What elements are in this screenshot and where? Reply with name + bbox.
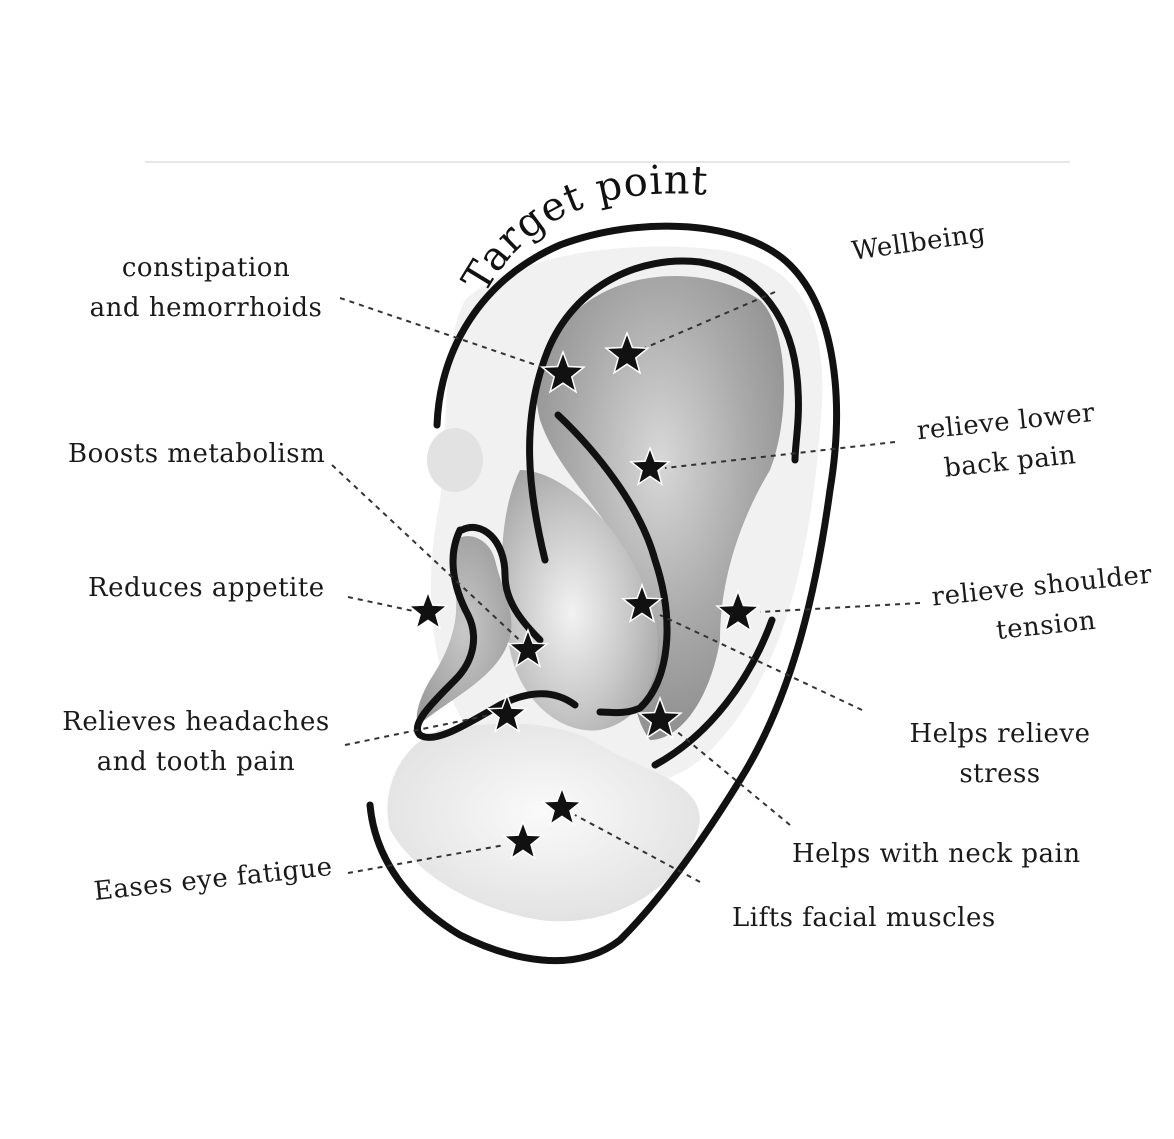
label-stress-line2: stress — [959, 759, 1041, 789]
label-stress-line1: Helps relieve — [909, 719, 1091, 749]
label-headaches-line2: and tooth pain — [96, 747, 296, 777]
ear-outline — [366, 222, 840, 965]
leader-wellbeing — [639, 291, 776, 351]
star-icon-eye-fatigue — [501, 819, 545, 860]
leader-shoulder — [759, 602, 921, 613]
leader-lower-back — [664, 441, 896, 469]
star-icon-shoulder — [715, 588, 761, 633]
star-icon-facial — [540, 785, 584, 826]
label-neck: Helps with neck pain — [792, 834, 1081, 874]
leader-headaches — [344, 714, 491, 746]
star-icon-neck — [637, 695, 683, 740]
leader-constipation — [339, 297, 546, 369]
leader-lines — [331, 291, 921, 883]
star-icon-appetite — [406, 589, 450, 630]
label-metabolism-line1: Boosts metabolism — [68, 439, 326, 469]
point-markers — [406, 330, 761, 860]
label-facial: Lifts facial muscles — [732, 898, 996, 938]
label-headaches: Relieves headaches and tooth pain — [62, 702, 330, 782]
leader-stress — [659, 614, 863, 711]
leader-facial — [574, 814, 701, 883]
star-icon-headaches — [485, 692, 529, 733]
star-icon-wellbeing — [604, 330, 650, 375]
star-icon-stress — [620, 582, 664, 623]
star-icon-lower-back — [628, 445, 672, 486]
label-appetite-line1: Reduces appetite — [88, 573, 325, 603]
leader-eye-fatigue — [347, 844, 506, 874]
label-facial-line1: Lifts facial muscles — [732, 903, 996, 933]
label-appetite: Reduces appetite — [88, 568, 325, 608]
label-constipation-line1: constipation — [121, 253, 291, 283]
label-neck-line1: Helps with neck pain — [792, 839, 1081, 869]
leader-metabolism — [331, 464, 529, 649]
label-metabolism: Boosts metabolism — [68, 434, 325, 474]
label-constipation-line2: and hemorrhoids — [89, 293, 323, 323]
label-stress: Helps relieve stress — [890, 714, 1110, 794]
label-constipation: constipation and hemorrhoids — [86, 248, 326, 328]
star-icon-metabolism — [506, 627, 550, 668]
leader-appetite — [347, 596, 419, 613]
star-icon-constipation — [540, 349, 586, 394]
leader-neck — [674, 729, 791, 826]
label-headaches-line1: Relieves headaches — [62, 707, 330, 737]
